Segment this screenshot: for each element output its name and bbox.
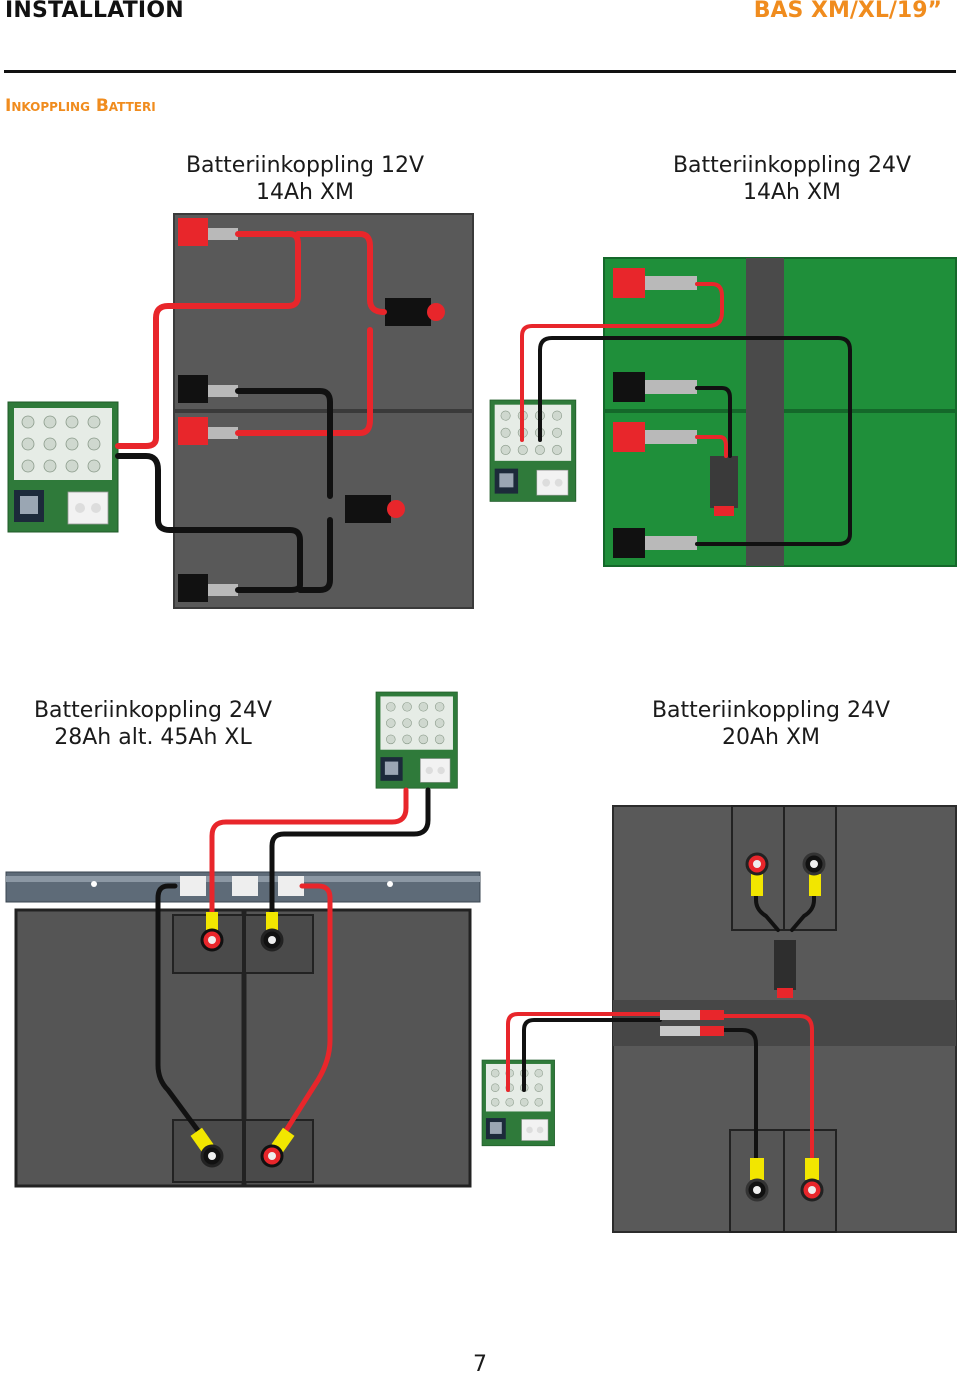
terminal-lug xyxy=(809,874,821,896)
rail-clip xyxy=(278,876,304,896)
terminal-lug xyxy=(751,874,763,896)
fuse-cap xyxy=(427,303,445,321)
terminal-lug xyxy=(206,912,218,932)
negative-terminal xyxy=(613,528,645,558)
pcb-board xyxy=(489,399,577,502)
positive-terminal xyxy=(178,218,208,246)
pcb-board xyxy=(7,401,119,533)
fuse-holder xyxy=(345,495,391,523)
diagram-24v-28ah xyxy=(5,691,481,1188)
connector xyxy=(645,536,697,550)
fuse-holder xyxy=(710,456,738,508)
connector xyxy=(208,228,238,240)
fuse-cap xyxy=(777,988,793,998)
header-model: BAS XM/XL/19” xyxy=(753,0,942,23)
positive-terminal xyxy=(613,268,645,298)
caption-line2: 28Ah alt. 45Ah XL xyxy=(54,725,252,750)
separator-strip xyxy=(746,258,784,566)
section-title: Inkoppling Batteri xyxy=(5,96,156,116)
positive-terminal xyxy=(178,417,208,445)
caption-line1: Batteriinkoppling 24V xyxy=(651,698,891,723)
caption-line1: Batteriinkoppling 12V xyxy=(185,153,425,178)
caption-line2: 14Ah XM xyxy=(255,180,355,205)
positive-terminal xyxy=(613,422,645,452)
rail-hole xyxy=(387,881,393,887)
terminal-lug xyxy=(750,1158,764,1180)
connector xyxy=(700,1010,724,1020)
caption-line1: Batteriinkoppling 24V xyxy=(33,698,273,723)
caption-line1: Batteriinkoppling 24V xyxy=(672,153,912,178)
connector xyxy=(645,430,697,444)
negative-terminal xyxy=(178,574,208,602)
connector xyxy=(208,427,238,439)
pcb-board xyxy=(375,691,458,789)
diagram-24v-20ah xyxy=(481,805,957,1233)
connector xyxy=(645,380,697,394)
diagram-caption-12v: Batteriinkoppling 12V 14Ah XM xyxy=(125,152,485,206)
diagram-caption-24v-14ah: Batteriinkoppling 24V 14Ah XM xyxy=(612,152,960,206)
terminal-lug xyxy=(805,1158,819,1180)
battery xyxy=(173,411,474,609)
rail-clip xyxy=(180,876,206,896)
diagram-caption-24v-28ah: Batteriinkoppling 24V 28Ah alt. 45Ah XL xyxy=(0,697,333,751)
fuse-holder xyxy=(385,298,431,326)
rail-clip xyxy=(232,876,258,896)
connector xyxy=(700,1026,724,1036)
connector xyxy=(660,1010,700,1020)
header-title: INSTALLATION xyxy=(5,0,184,23)
fuse-cap xyxy=(387,500,405,518)
connector xyxy=(660,1026,700,1036)
caption-line2: 20Ah XM xyxy=(721,725,821,750)
negative-terminal xyxy=(178,375,208,403)
pcb-board xyxy=(481,1059,555,1147)
connector xyxy=(208,385,238,397)
diagram-12v-14ah xyxy=(7,213,474,609)
header-rule xyxy=(4,70,956,73)
connector xyxy=(645,276,697,290)
fuse-holder xyxy=(774,940,796,990)
page-number: 7 xyxy=(473,1352,487,1377)
caption-line2: 14Ah XM xyxy=(742,180,842,205)
fuse-cap xyxy=(714,506,734,516)
rail-hole xyxy=(91,881,97,887)
diagram-caption-24v-20ah: Batteriinkoppling 24V 20Ah XM xyxy=(591,697,951,751)
terminal-lug xyxy=(266,912,278,932)
separator-strip xyxy=(613,1000,956,1046)
connector xyxy=(208,584,238,596)
negative-terminal xyxy=(613,372,645,402)
terminal-recess xyxy=(172,1119,244,1183)
diagram-24v-14ah xyxy=(489,257,957,567)
